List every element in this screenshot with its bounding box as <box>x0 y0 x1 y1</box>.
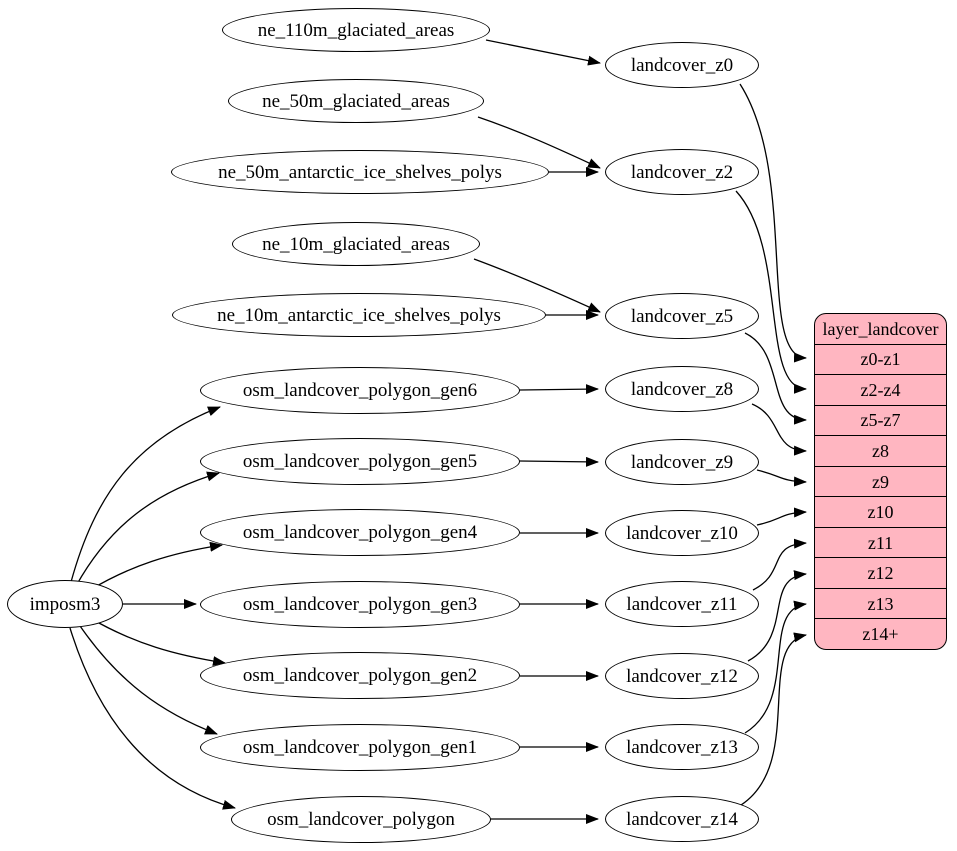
edge-z13-to-row-z13 <box>744 600 807 734</box>
edge-imposm3-to-gen5 <box>75 471 220 587</box>
edge-imposm3-to-gen6 <box>70 406 221 583</box>
edge-z8-to-row-z8 <box>751 403 807 456</box>
table-row-z8: z8 <box>815 435 946 466</box>
node-ne-50m-antarctic-ice-shelves-polys: ne_50m_antarctic_ice_shelves_polys <box>171 150 549 194</box>
node-landcover-z11: landcover_z11 <box>605 581 759 627</box>
table-row-z13: z13 <box>815 587 946 619</box>
node-osm-landcover-polygon-gen3: osm_landcover_polygon_gen3 <box>200 581 520 628</box>
node-ne-110m-glaciated-areas: ne_110m_glaciated_areas <box>222 8 490 52</box>
edge-imposm3-to-polygon <box>69 627 236 810</box>
node-landcover-z14: landcover_z14 <box>605 796 759 842</box>
node-landcover-z9: landcover_z9 <box>605 439 759 485</box>
table-row-z11: z11 <box>815 526 946 558</box>
table-row-z2-z4: z2-z4 <box>815 374 946 405</box>
edge-ne50m-glaciated-to-z2 <box>477 116 601 169</box>
edge-imposm3-to-gen1 <box>77 622 218 735</box>
edge-ne110m-glaciated-to-z0 <box>485 39 601 66</box>
node-landcover-z2: landcover_z2 <box>605 149 759 195</box>
node-landcover-z12: landcover_z12 <box>605 653 759 699</box>
node-osm-landcover-polygon-gen1: osm_landcover_polygon_gen1 <box>200 724 520 771</box>
edge-gen5-to-z9 <box>519 456 599 467</box>
node-landcover-z0: landcover_z0 <box>605 42 759 88</box>
node-landcover-z8: landcover_z8 <box>605 366 759 412</box>
edge-z10-to-row-z10 <box>756 507 807 526</box>
node-osm-landcover-polygon-gen5: osm_landcover_polygon_gen5 <box>200 438 520 485</box>
node-landcover-z10: landcover_z10 <box>605 510 759 556</box>
edge-ne10m-glaciated-to-z5 <box>473 258 601 313</box>
edge-z9-to-row-z9 <box>756 469 807 487</box>
node-landcover-z13: landcover_z13 <box>605 724 759 770</box>
node-ne-10m-glaciated-areas: ne_10m_glaciated_areas <box>232 222 480 266</box>
edge-gen6-to-z8 <box>519 384 599 395</box>
node-osm-landcover-polygon: osm_landcover_polygon <box>231 796 491 843</box>
node-osm-landcover-polygon-gen6: osm_landcover_polygon_gen6 <box>200 367 520 414</box>
table-row-z12: z12 <box>815 557 946 588</box>
edge-z5-to-row-z5-z7 <box>744 332 807 425</box>
table-row-z5-z7: z5-z7 <box>815 404 946 436</box>
table-row-z9: z9 <box>815 465 946 497</box>
edge-z14-to-row-z14plus <box>740 632 807 806</box>
edge-imposm3-to-gen4 <box>89 541 223 591</box>
edge-z11-to-row-z11 <box>752 538 807 591</box>
table-row-z0-z1: z0-z1 <box>815 343 946 375</box>
node-imposm3: imposm3 <box>7 580 123 628</box>
node-osm-landcover-polygon-gen4: osm_landcover_polygon_gen4 <box>200 509 520 556</box>
edge-imposm3-to-gen2 <box>89 617 226 667</box>
table-header: layer_landcover <box>822 318 939 339</box>
table-row-z10: z10 <box>815 496 946 527</box>
edge-z2-to-row-z2-z4 <box>735 190 807 394</box>
node-landcover-z5: landcover_z5 <box>605 293 759 339</box>
node-osm-landcover-polygon-gen2: osm_landcover_polygon_gen2 <box>200 652 520 699</box>
table-layer-landcover: layer_landcover z0-z1 z2-z4 z5-z7 z8 z9 … <box>814 313 947 650</box>
edge-z12-to-row-z12 <box>747 570 807 662</box>
table-row-z14plus: z14+ <box>815 618 946 649</box>
node-ne-50m-glaciated-areas: ne_50m_glaciated_areas <box>228 79 484 123</box>
edge-z0-to-row-z0-z1 <box>739 83 807 363</box>
node-ne-10m-antarctic-ice-shelves-polys: ne_10m_antarctic_ice_shelves_polys <box>172 293 546 337</box>
